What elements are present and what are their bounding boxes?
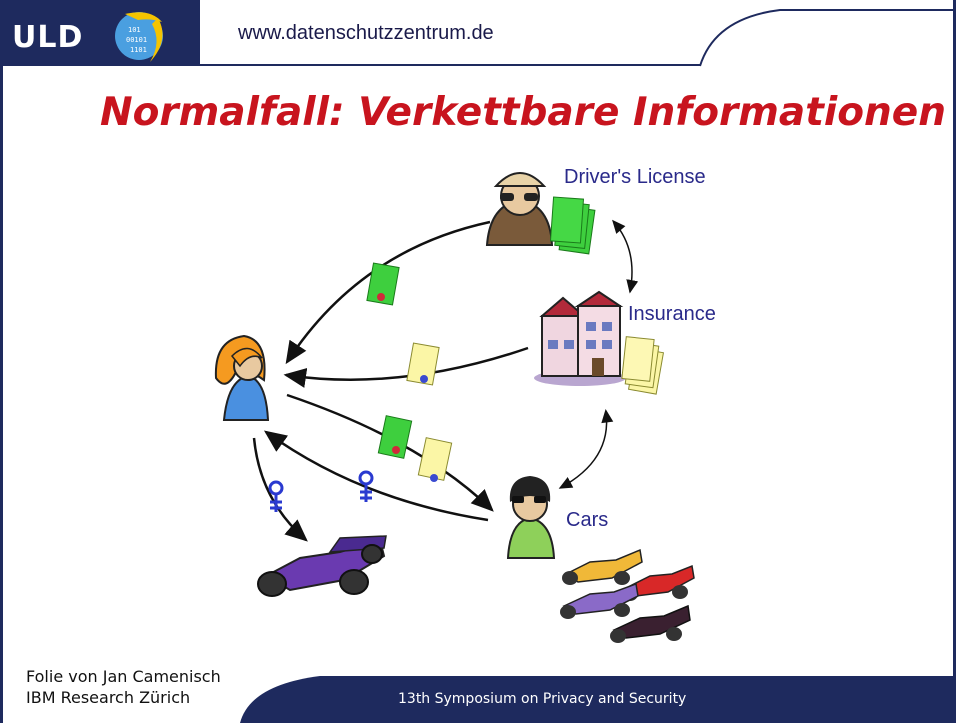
insurance-certificates-icon: [621, 336, 665, 395]
user-car-icon: [257, 535, 387, 597]
green-certificate-icon: [377, 415, 413, 459]
arrow-license-insurance: [612, 219, 639, 294]
footer-text: 13th Symposium on Privacy and Security: [398, 691, 687, 707]
svg-text:00101: 00101: [126, 36, 147, 44]
footer-band: [240, 676, 956, 723]
credit-line-2: IBM Research Zürich: [26, 688, 191, 707]
purple-car-icon: [560, 582, 639, 619]
user-person-icon: [214, 334, 270, 421]
yellow-certificate-icon: [417, 437, 453, 482]
label-drivers-license: Driver's License: [564, 166, 706, 188]
label-cars: Cars: [566, 509, 609, 531]
yellow-car-icon: [562, 548, 643, 585]
insurance-building-icon: [534, 290, 626, 386]
logo-text: ULD: [12, 20, 84, 55]
header-url[interactable]: www.datenschutzzentrum.de: [238, 22, 494, 44]
svg-text:1101: 1101: [130, 46, 147, 54]
arrow-cars-to-user: [263, 430, 489, 522]
license-certificates-icon: [549, 196, 596, 255]
slide-title: Normalfall: Verkettbare Informationen: [99, 90, 946, 135]
green-certificate-icon: [366, 262, 400, 306]
license-authority-person-icon: [485, 172, 554, 246]
arrow-user-to-car: [252, 437, 308, 542]
svg-text:101: 101: [128, 26, 141, 34]
uld-logo-icon: 101 00101 1101: [115, 12, 163, 62]
key-icon: [268, 480, 284, 512]
dark-car-icon: [610, 604, 691, 643]
credit-line-1: Folie von Jan Camenisch: [26, 667, 221, 686]
arrow-insurance-to-user: [283, 346, 529, 388]
key-icon: [358, 470, 374, 502]
label-insurance: Insurance: [628, 303, 716, 325]
cars-person-icon: [506, 476, 556, 559]
yellow-certificate-icon: [406, 342, 440, 386]
arrow-insurance-cars: [558, 409, 614, 489]
